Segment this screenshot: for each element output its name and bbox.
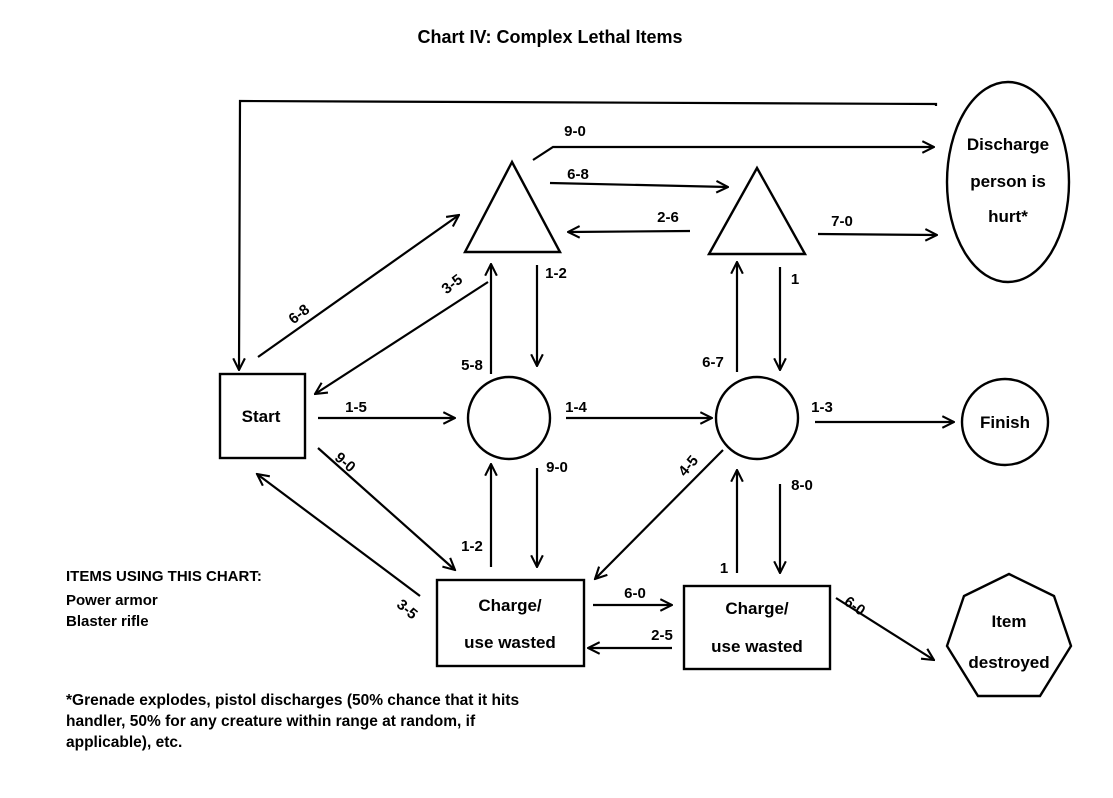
finish-node: Finish <box>960 377 1050 467</box>
items-using-chart: ITEMS USING THIS CHART: Power armor Blas… <box>66 568 262 630</box>
label-circ1-to-circ2: 1-4 <box>565 399 587 416</box>
label-circ2-to-charge2: 8-0 <box>791 477 813 494</box>
triangle-node-1 <box>463 159 562 254</box>
edge-tri1-to-start <box>315 281 489 394</box>
chart-title: Chart IV: Complex Lethal Items <box>417 27 682 47</box>
label-circ2-to-finish: 1-3 <box>811 399 833 416</box>
label-charge1-to-start: 3-5 <box>393 596 421 623</box>
items-heading: ITEMS USING THIS CHART: <box>66 568 262 585</box>
discharge-label-line-1: Discharge <box>967 135 1049 154</box>
footnote-line-1: *Grenade explodes, pistol discharges (50… <box>66 692 519 709</box>
start-node: Start <box>218 372 307 460</box>
edge-discharge-to-start <box>239 99 938 370</box>
item-destroyed-label-line-1: Item <box>992 612 1027 631</box>
discharge-node: Discharge person is hurt* <box>945 80 1071 284</box>
circle-node-2 <box>714 375 800 461</box>
label-tri2-to-tri1: 2-6 <box>657 209 679 226</box>
label-charge1-to-circ1: 1-2 <box>461 538 483 555</box>
label-circ1-to-charge1: 9-0 <box>546 459 568 476</box>
items-entry: Power armor <box>66 592 158 609</box>
edge-circ2-to-charge1 <box>595 449 724 579</box>
label-charge1-to-charge2: 6-0 <box>624 585 646 602</box>
discharge-label-line-3: hurt* <box>988 207 1028 226</box>
finish-label: Finish <box>980 413 1030 432</box>
discharge-label-line-2: person is <box>970 172 1046 191</box>
label-tri1-to-circ1: 1-2 <box>545 265 567 282</box>
label-start-to-tri1: 6-8 <box>285 301 313 328</box>
label-circ1-to-tri1: 5-8 <box>461 357 483 374</box>
item-destroyed-node: Item destroyed <box>945 572 1073 698</box>
label-circ2-to-tri2: 6-7 <box>702 354 724 371</box>
footnote: *Grenade explodes, pistol discharges (50… <box>66 692 519 751</box>
edge-charge2-to-destroyed <box>835 597 934 660</box>
charge-right-label-line-1: Charge/ <box>725 599 789 618</box>
label-tri1-to-discharge: 9-0 <box>564 123 586 140</box>
charge-node-left: Charge/ use wasted <box>435 578 586 668</box>
label-circ1-to-start: 3-5 <box>438 271 466 298</box>
circle-node-1 <box>466 375 552 461</box>
label-tri2-to-discharge: 7-0 <box>831 213 853 230</box>
footnote-line-2: handler, 50% for any creature within ran… <box>66 713 476 730</box>
label-charge2-to-circ2: 1 <box>720 560 728 577</box>
charge-right-label-line-2: use wasted <box>711 637 803 656</box>
charge-left-label-line-2: use wasted <box>464 633 556 652</box>
edge-tri2-to-tri1 <box>568 231 691 232</box>
edge-charge1-to-start <box>257 474 421 597</box>
items-entry: Blaster rifle <box>66 613 149 630</box>
footnote-line-3: applicable), etc. <box>66 734 182 751</box>
edge-start-to-charge1 <box>317 447 455 570</box>
label-start-to-charge1: 9-0 <box>331 449 359 476</box>
edge-tri2-to-discharge <box>817 234 937 235</box>
label-tri2-to-circ2: 1 <box>791 271 799 288</box>
label-tri1-to-tri2: 6-8 <box>567 166 589 183</box>
edge-start-to-tri1 <box>257 215 459 358</box>
label-start-to-circ1: 1-5 <box>345 399 367 416</box>
label-charge2-to-charge1: 2-5 <box>651 627 673 644</box>
edge-tri1-to-tri2 <box>549 183 728 187</box>
charge-left-label-line-1: Charge/ <box>478 596 542 615</box>
triangle-node-2 <box>706 165 808 256</box>
item-destroyed-label-line-2: destroyed <box>968 653 1049 672</box>
start-label: Start <box>242 407 281 426</box>
charge-node-right: Charge/ use wasted <box>682 584 832 671</box>
edge-tri1-to-discharge <box>532 147 934 161</box>
